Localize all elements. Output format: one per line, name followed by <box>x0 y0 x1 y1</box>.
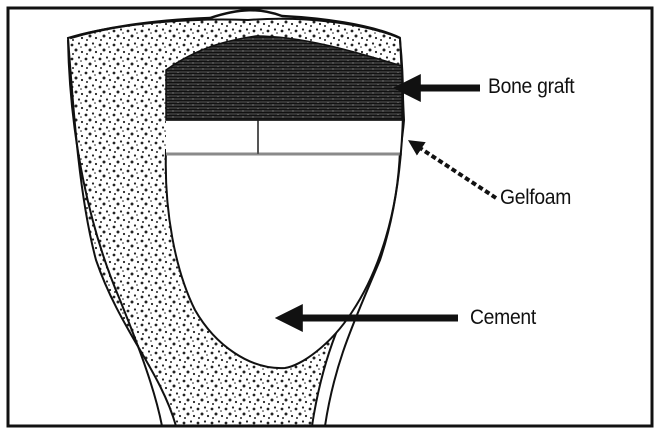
gelfoam-layer <box>166 118 402 154</box>
bone-graft-label: Bone graft <box>488 75 574 99</box>
gelfoam-label: Gelfoam <box>500 186 571 210</box>
cement-label: Cement <box>470 306 536 330</box>
